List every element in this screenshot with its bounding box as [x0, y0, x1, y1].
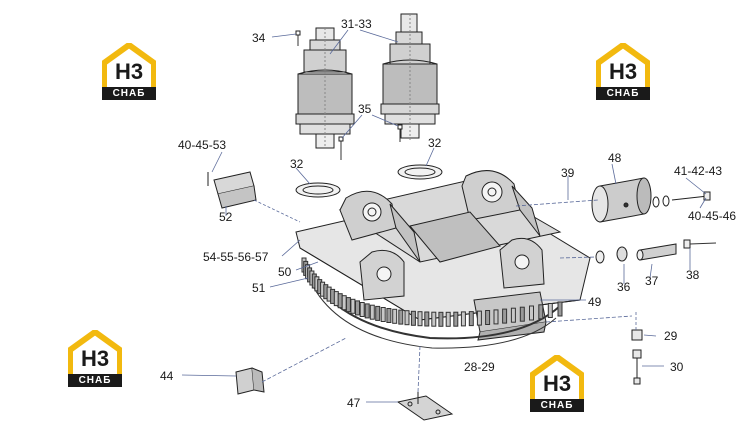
- ring-tooth: [392, 308, 398, 324]
- pin-assembly: [595, 239, 717, 264]
- callout-54-55-56-57: 54-55-56-57: [203, 250, 269, 264]
- watermark-logo-3: H3 СНАБ: [68, 330, 122, 388]
- logo-text: СНАБ: [530, 399, 584, 412]
- house-icon: [102, 43, 156, 87]
- logo-mark: H3: [114, 59, 144, 84]
- callout-39: 39: [561, 166, 575, 180]
- ring-tooth: [502, 308, 508, 324]
- ring-tooth: [460, 311, 466, 327]
- ring-tooth: [538, 304, 544, 320]
- callout-32-left: 32: [290, 157, 304, 171]
- ring-tooth: [410, 310, 416, 326]
- ring-tooth: [404, 310, 410, 326]
- callout-38: 38: [686, 268, 700, 282]
- logo-mark: H3: [80, 346, 110, 371]
- watermark-logo-2: H3 СНАБ: [596, 43, 650, 101]
- leader-lines: [181, 29, 707, 403]
- ring-tooth: [431, 311, 437, 327]
- callout-49: 49: [588, 295, 602, 309]
- ring-tooth: [476, 310, 482, 326]
- ring-tooth: [519, 306, 525, 322]
- callout-40-45-46: 40-45-46: [688, 209, 737, 223]
- ring-tooth: [438, 311, 444, 327]
- ring-tooth: [398, 309, 404, 325]
- logo-text: СНАБ: [596, 87, 650, 100]
- rotator-right: [380, 13, 440, 140]
- ring-tooth: [417, 311, 423, 327]
- callout-35: 35: [358, 102, 372, 116]
- watermark-logo-4: H3 СНАБ: [530, 355, 584, 413]
- ring-tooth: [375, 305, 381, 321]
- logo-text: СНАБ: [68, 374, 122, 387]
- callout-40-45-53: 40-45-53: [178, 138, 227, 152]
- main-frame: [295, 170, 591, 341]
- ring-tooth: [485, 310, 491, 325]
- callout-52: 52: [219, 210, 233, 224]
- callout-51: 51: [252, 281, 266, 295]
- callout-36: 36: [617, 280, 631, 294]
- callout-47: 47: [347, 396, 361, 410]
- ring-tooth: [333, 291, 339, 307]
- ring-tooth: [359, 302, 365, 317]
- callout-29: 29: [664, 329, 678, 343]
- callout-34: 34: [252, 31, 266, 45]
- ring-tooth: [529, 305, 534, 321]
- callout-41-42-43: 41-42-43: [674, 164, 723, 178]
- callout-28-29: 28-29: [464, 360, 495, 374]
- rotator-left: [295, 27, 355, 149]
- logo-mark: H3: [542, 371, 572, 396]
- ring-tooth: [510, 307, 516, 323]
- ring-tooth: [557, 301, 563, 317]
- callout-44: 44: [160, 369, 174, 383]
- cylinder-48: [591, 177, 711, 223]
- callout-50: 50: [278, 265, 292, 279]
- ring-tooth: [424, 311, 430, 327]
- house-icon: [596, 43, 650, 87]
- ring-tooth: [364, 303, 370, 319]
- ring-tooth: [369, 304, 375, 320]
- ring-tooth: [445, 311, 451, 327]
- ring-tooth: [345, 297, 351, 313]
- house-icon: [530, 355, 584, 399]
- ring-tooth: [337, 293, 343, 309]
- callout-37: 37: [645, 274, 659, 288]
- ring-tooth: [386, 308, 392, 323]
- ring-tooth: [493, 309, 499, 325]
- ring-tooth: [453, 311, 459, 327]
- callout-30: 30: [670, 360, 684, 374]
- logo-text: СНАБ: [102, 87, 156, 100]
- ring-tooth: [380, 307, 386, 322]
- callout-32-right: 32: [428, 136, 442, 150]
- house-icon: [68, 330, 122, 374]
- ring-tooth: [355, 300, 360, 316]
- logo-mark: H3: [608, 59, 638, 84]
- callout-48: 48: [608, 151, 622, 165]
- ring-tooth: [547, 303, 553, 318]
- ring-tooth: [468, 311, 474, 327]
- ring-tooth: [350, 298, 356, 314]
- ring-tooth: [341, 295, 347, 311]
- watermark-logo-1: H3 СНАБ: [102, 43, 156, 101]
- callout-31-33: 31-33: [341, 17, 372, 31]
